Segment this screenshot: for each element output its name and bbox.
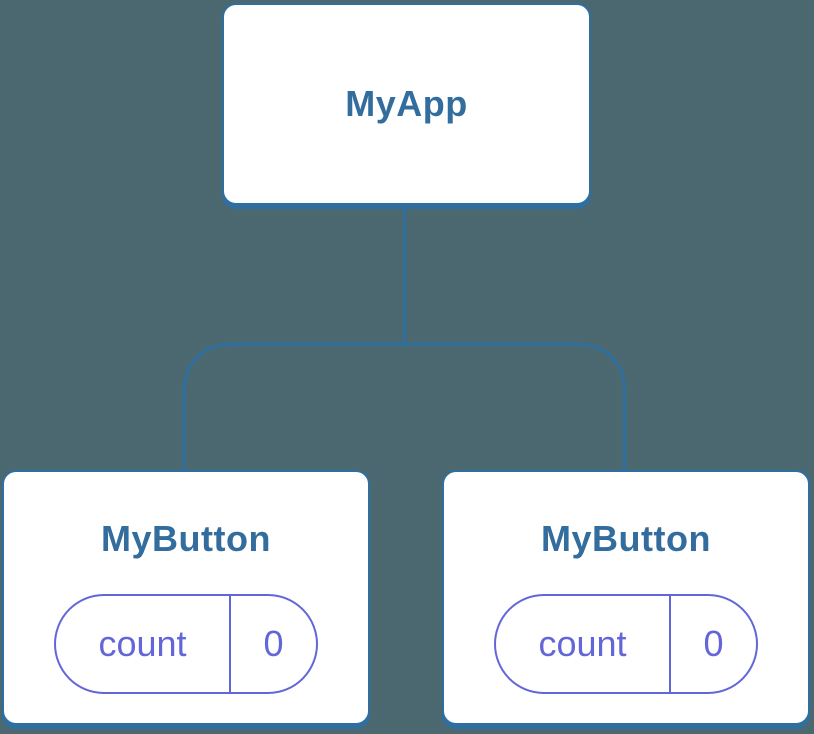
state-name-label: count — [98, 623, 187, 664]
state-name-cell: count — [496, 596, 669, 692]
state-pill-left: count 0 — [54, 594, 318, 694]
connector-branch-line — [183, 343, 626, 470]
state-pill-right: count 0 — [494, 594, 758, 694]
node-mybutton-left-label: MyButton — [101, 518, 271, 559]
node-mybutton-left: MyButton count 0 — [2, 470, 370, 725]
state-value-cell: 0 — [229, 596, 316, 692]
state-value-label: 0 — [703, 623, 724, 664]
node-mybutton-right: MyButton count 0 — [442, 470, 810, 725]
state-value-label: 0 — [263, 623, 284, 664]
state-value-cell: 0 — [669, 596, 756, 692]
node-myapp: MyApp — [222, 3, 591, 205]
connector-stem-line — [403, 209, 406, 345]
state-name-label: count — [538, 623, 627, 664]
node-mybutton-right-label: MyButton — [541, 518, 711, 559]
state-name-cell: count — [56, 596, 229, 692]
node-myapp-label: MyApp — [345, 83, 468, 124]
